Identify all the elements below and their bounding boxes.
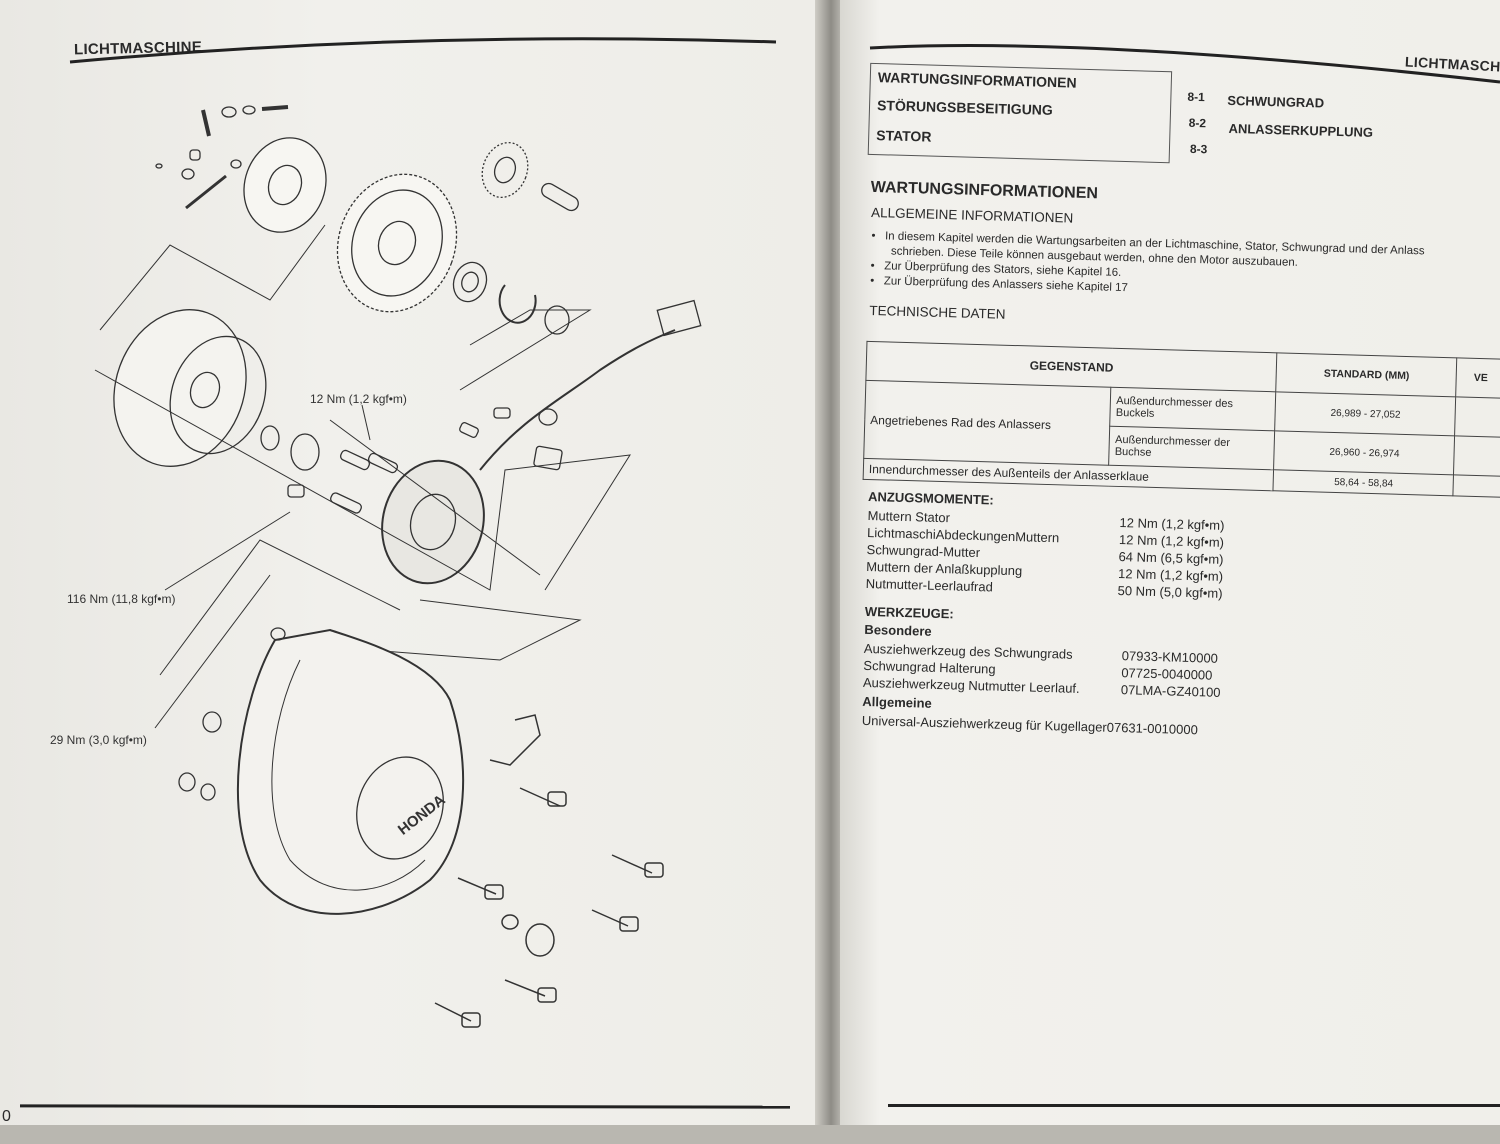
general-tools-title: Allgemeine	[862, 693, 932, 711]
bullet-list: • In diesem Kapitel werden die Wartungsa…	[870, 229, 1500, 307]
row-sub-label: Außendurchmesser der Buchse	[1108, 426, 1276, 470]
right-header-rule	[869, 44, 1500, 84]
toc-number-2: 8-2	[1188, 115, 1207, 131]
row-limit-value	[1453, 435, 1500, 477]
left-page-number: 0	[2, 1108, 11, 1125]
exploded-view-diagram: HONDA	[94, 105, 702, 1028]
tech-data-title: TECHNISCHE DATEN	[869, 302, 1006, 322]
general-tool-item: Universal-Ausziehwerkzeug für Kugellager…	[861, 712, 1199, 738]
toc-number-1: 8-1	[1187, 89, 1205, 105]
callout-stator-torque: 12 Nm (1,2 kgf•m)	[310, 392, 407, 406]
section-title: WARTUNGSINFORMATIONEN	[870, 178, 1099, 203]
row-limit-value	[1453, 474, 1500, 498]
row-group-label: Angetriebenes Rad des Anlassers	[863, 380, 1112, 466]
callout-flywheel-torque: 116 Nm (11,8 kgf•m)	[67, 592, 176, 606]
row-standard-value: 26,989 - 27,052	[1275, 391, 1457, 436]
left-footer-rule	[19, 1104, 791, 1109]
tools-title: WERKZEUGE:	[864, 603, 954, 622]
right-footer-rule	[888, 1104, 1500, 1107]
left-header-rule	[69, 37, 777, 64]
callout-cover-torque: 29 Nm (3,0 kgf•m)	[50, 733, 147, 747]
row3-standard-value: 58,64 - 58,84	[1273, 469, 1454, 496]
row-standard-value: 26,960 - 26,974	[1274, 430, 1455, 475]
row-sub-label: Außendurchmesser des Buckels	[1109, 387, 1277, 431]
toc-item-schwungrad[interactable]: SCHWUNGRAD	[1227, 92, 1325, 111]
col-standard-header: STANDARD (MM)	[1276, 352, 1458, 397]
general-info-title: ALLGEMEINE INFORMATIONEN	[870, 204, 1074, 226]
toc-item-anlasserkupplung[interactable]: ANLASSERKUPPLUNG	[1228, 120, 1374, 140]
right-page-content: WARTUNGSINFORMATIONEN STÖRUNGSBESEITIGUN…	[809, 0, 1500, 1143]
special-tools-title: Besondere	[864, 621, 932, 639]
tech-data-table: GEGENSTAND STANDARD (MM) VE Angetriebene…	[863, 341, 1500, 498]
left-page: LICHTMASCHINE	[0, 0, 822, 1125]
right-page: LICHTMASCH WARTUNGSINFORMATIONEN STÖRUNG…	[840, 0, 1500, 1125]
toc-item-stator[interactable]: STATOR	[876, 127, 932, 145]
row-limit-value	[1454, 396, 1500, 438]
toc-number-3: 8-3	[1189, 141, 1208, 157]
torque-title: ANZUGSMOMENTE:	[867, 488, 994, 508]
col-limit-header: VE	[1456, 357, 1500, 399]
